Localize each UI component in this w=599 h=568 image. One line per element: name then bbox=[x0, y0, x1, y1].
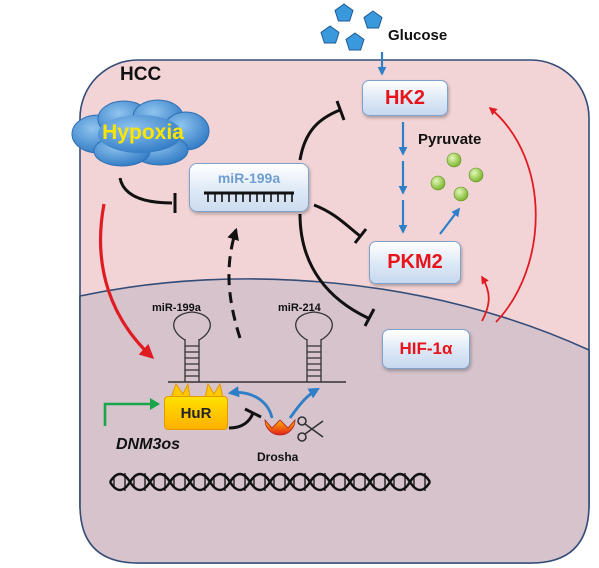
mir199a-inhibits-pkm2 bbox=[313, 203, 361, 238]
drosha-to-mir199a-arrow bbox=[227, 386, 274, 419]
hk2-node: HK2 bbox=[362, 80, 448, 116]
hairpin-mir199a bbox=[173, 311, 211, 382]
drosha-label: Drosha bbox=[257, 450, 299, 464]
mir199a-node-label: miR-199a bbox=[217, 170, 281, 186]
hairpin-mir214-label: miR-214 bbox=[278, 302, 321, 314]
inhibition-bar bbox=[353, 228, 368, 244]
mir199a-inhibits-hif1a bbox=[298, 213, 369, 320]
drosha-enzyme bbox=[264, 418, 296, 436]
drosha-to-mir214-arrow bbox=[288, 387, 320, 419]
glucose-pentagon bbox=[345, 32, 365, 51]
dnm3os-label: DNM3os bbox=[116, 436, 181, 453]
dna-helix bbox=[108, 472, 432, 492]
mir199a-node: miR-199a bbox=[189, 163, 309, 212]
pyruvate-sphere bbox=[430, 175, 446, 191]
glucose-pentagon bbox=[320, 25, 340, 44]
pyruvate-sphere bbox=[446, 152, 462, 168]
inhibition-bar bbox=[335, 100, 346, 121]
promoter-arrow bbox=[103, 402, 150, 426]
inhibition-bar bbox=[244, 407, 262, 419]
mir199a-inhibits-hk2 bbox=[298, 108, 341, 161]
pri-mir-to-mature-arrow bbox=[227, 227, 242, 339]
hif-to-hk2-arrow bbox=[488, 106, 537, 323]
hypoxia-cloud bbox=[71, 99, 210, 167]
hur-protein: HuR bbox=[164, 396, 228, 430]
hif-to-pkm2-arrow bbox=[481, 275, 490, 322]
hypoxia-label: Hypoxia bbox=[102, 121, 184, 144]
glucose-label: Glucose bbox=[388, 27, 448, 44]
pyruvate-sphere bbox=[468, 167, 484, 183]
glucose-pentagon bbox=[363, 10, 383, 29]
hairpin-mir214 bbox=[295, 311, 333, 382]
pyruvate-molecules bbox=[430, 152, 484, 202]
hypoxia-inhibits-mir199a bbox=[118, 177, 173, 205]
pkm2-node: PKM2 bbox=[369, 241, 461, 284]
hairpin-mir199a-label: miR-199a bbox=[152, 302, 201, 314]
hypoxia-to-hur-arrow bbox=[98, 203, 155, 359]
promoter-arrowhead bbox=[150, 398, 160, 410]
hif1a-node: HIF-1α bbox=[382, 329, 470, 369]
hur-ears bbox=[170, 382, 224, 399]
glucose-pentagon bbox=[334, 3, 354, 22]
pkm2-to-pyruvate-arrow bbox=[439, 207, 461, 235]
pyruvate-label: Pyruvate bbox=[418, 131, 482, 148]
mirna-strand-icon bbox=[204, 191, 294, 202]
hcc-label: HCC bbox=[120, 64, 162, 85]
glucose-molecules bbox=[320, 3, 383, 51]
pyruvate-sphere bbox=[453, 186, 469, 202]
nucleus bbox=[79, 278, 590, 564]
scissors-icon bbox=[297, 416, 324, 442]
hur-inhibits-drosha bbox=[228, 412, 255, 430]
inhibition-bar bbox=[363, 308, 376, 327]
